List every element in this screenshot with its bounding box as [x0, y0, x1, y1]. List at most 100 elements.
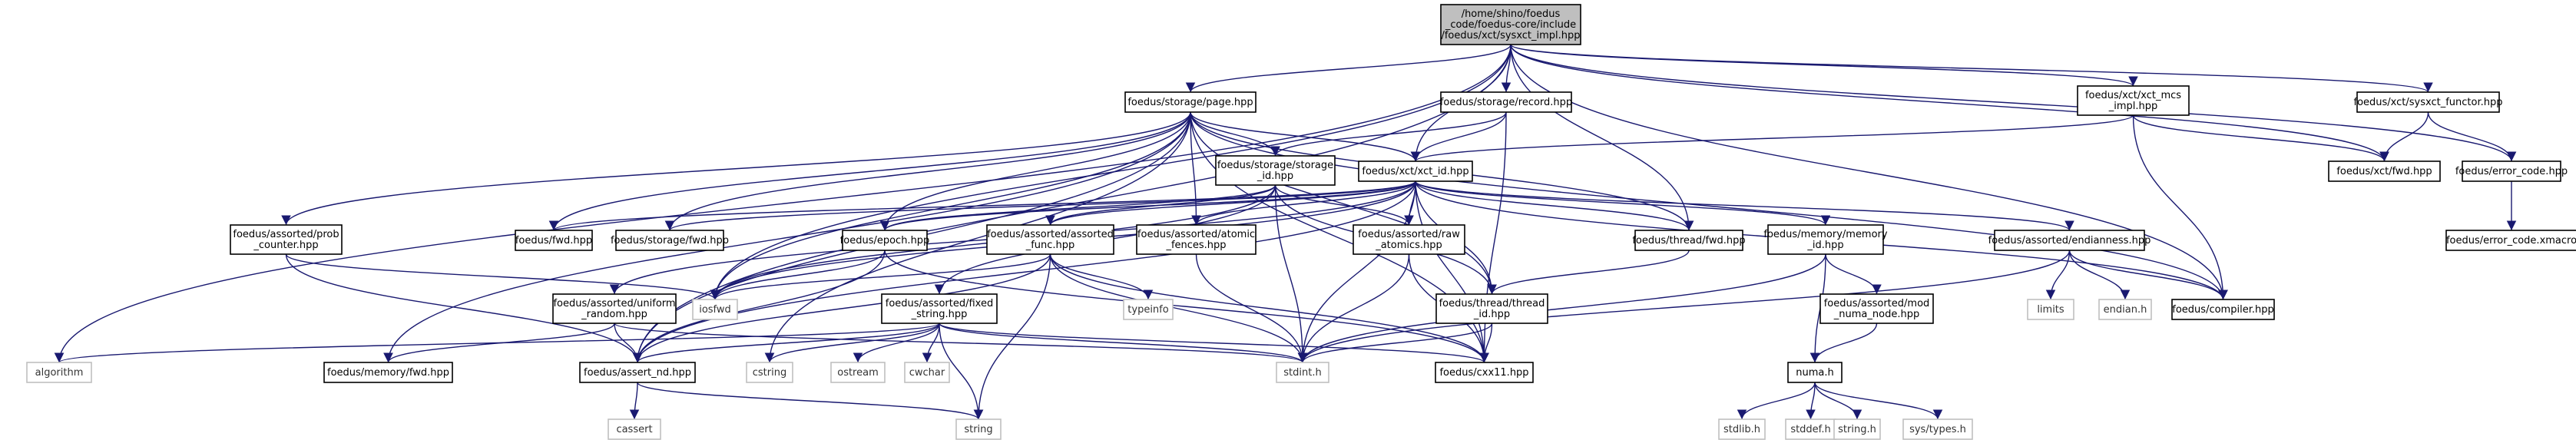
node-prob[interactable]: foedus/assorted/prob_counter.hpp [230, 224, 343, 255]
node-threadfwd[interactable]: foedus/thread/fwd.hpp [1632, 230, 1746, 251]
node-stdint[interactable]: stdint.h [1276, 362, 1329, 383]
edge-prob-to-assertnd [285, 253, 643, 363]
edge-page-to-xctid [1190, 111, 1421, 162]
edge-xctid-to-memoryid [1415, 180, 1831, 226]
edge-assortedfunc-to-iosfwd [710, 253, 1051, 300]
node-main[interactable]: /home/shino/foedus_code/foedus-core/incl… [1440, 4, 1581, 45]
node-xctid[interactable]: foedus/xct/xct_id.hpp [1358, 160, 1473, 182]
node-numah[interactable]: numa.h [1787, 362, 1843, 383]
node-xctmcs[interactable]: foedus/xct/xct_mcs_impl.hpp [2077, 85, 2190, 116]
node-cstring[interactable]: cstring [746, 362, 793, 383]
node-fixedstring[interactable]: foedus/assorted/fixed_string.hpp [881, 293, 998, 324]
node-typeinfo[interactable]: typeinfo [1123, 299, 1174, 320]
node-box [579, 362, 696, 383]
edge-main-to-errorcode [1510, 44, 2517, 162]
node-systypes[interactable]: sys/types.h [1902, 418, 1973, 440]
node-label: foedus/assorted/prob [233, 229, 339, 240]
node-label: _random.hpp [581, 309, 647, 320]
node-errorxmacro[interactable]: foedus/error_code.xmacro [2445, 230, 2576, 251]
node-cassert[interactable]: cassert [608, 418, 661, 440]
node-label: _func.hpp [1025, 240, 1075, 251]
node-label: foedus/assert_nd.hpp [584, 367, 691, 379]
node-ostream[interactable]: ostream [830, 362, 886, 383]
node-memfwd[interactable]: foedus/memory/fwd.hpp [323, 362, 453, 383]
node-label: stdlib.h [1723, 424, 1760, 435]
node-box [2171, 299, 2275, 320]
node-box [842, 230, 928, 251]
node-label: _counter.hpp [253, 240, 318, 251]
node-label: foedus/storage/storage [1217, 160, 1333, 171]
node-box [830, 362, 886, 383]
node-iosfwd[interactable]: iosfwd [692, 299, 738, 320]
edge-fixedstring-to-ostream [853, 323, 940, 363]
edge-numah-to-stringh [1814, 382, 1862, 420]
node-label: foedus/cxx11.hpp [1439, 367, 1528, 379]
node-endianh[interactable]: endian.h [2098, 299, 2152, 320]
node-modnuma[interactable]: foedus/assorted/mod_numa_node.hpp [1819, 293, 1934, 324]
node-limits[interactable]: limits [2027, 299, 2074, 320]
node-page[interactable]: foedus/storage/page.hpp [1124, 91, 1257, 113]
node-memoryid[interactable]: foedus/memory/memory_id.hpp [1763, 224, 1888, 255]
node-stringh[interactable]: string.h [1833, 418, 1881, 440]
node-box [955, 418, 1002, 440]
node-string[interactable]: string [955, 418, 1002, 440]
node-storagefwd[interactable]: foedus/storage/fwd.hpp [611, 230, 729, 251]
edge-fixedstring-to-cstring [764, 323, 940, 363]
node-uniform[interactable]: foedus/assorted/uniform_random.hpp [552, 293, 677, 324]
node-epoch[interactable]: foedus/epoch.hpp [840, 230, 930, 251]
node-storageid[interactable]: foedus/storage/storage_id.hpp [1215, 155, 1336, 186]
node-box [608, 418, 661, 440]
node-cxx11[interactable]: foedus/cxx11.hpp [1435, 362, 1534, 383]
edge-xctid-to-epoch [879, 180, 1416, 231]
node-label: foedus/xct/xct_mcs [2085, 90, 2181, 101]
node-label: cassert [616, 424, 652, 435]
node-threadid[interactable]: foedus/thread/thread_id.hpp [1435, 293, 1548, 324]
node-stdlib[interactable]: stdlib.h [1718, 418, 1766, 440]
edge-page-to-threadid [1190, 111, 1497, 295]
edge-page-to-cstring [764, 111, 1191, 363]
edge-xctid-to-stdint [1297, 180, 1416, 363]
node-label: stdint.h [1283, 367, 1321, 379]
node-label: _numa_node.hpp [1833, 309, 1919, 320]
node-label: foedus/storage/fwd.hpp [611, 235, 729, 246]
node-label: foedus/memory/memory [1763, 229, 1887, 240]
edge-xctid-to-assertnd [632, 180, 1416, 363]
node-record[interactable]: foedus/storage/record.hpp [1440, 91, 1572, 113]
node-stddef[interactable]: stddef.h [1785, 418, 1836, 440]
node-errorcode[interactable]: foedus/error_code.hpp [2455, 160, 2568, 182]
node-fwd[interactable]: foedus/fwd.hpp [515, 230, 593, 251]
node-atomicfences[interactable]: foedus/assorted/atomic_fences.hpp [1136, 224, 1257, 255]
node-box [881, 293, 998, 324]
edge-storageid-to-epoch [879, 184, 1276, 231]
edge-storageid-to-stdint [1274, 184, 1308, 363]
node-endianness[interactable]: foedus/assorted/endianness.hpp [1988, 230, 2151, 251]
node-label: foedus/compiler.hpp [2172, 304, 2273, 316]
nodes-layer: /home/shino/foedus_code/foedus-core/incl… [26, 4, 2576, 440]
edge-page-to-memfwd [383, 111, 1191, 363]
node-label: algorithm [35, 367, 84, 379]
node-assertnd[interactable]: foedus/assert_nd.hpp [579, 362, 696, 383]
node-box [1785, 418, 1836, 440]
node-box [1833, 418, 1881, 440]
edge-rawatomics-to-stdint [1297, 253, 1410, 363]
node-box [26, 362, 92, 383]
node-label: foedus/assorted/endianness.hpp [1988, 235, 2151, 246]
node-algorithm[interactable]: algorithm [26, 362, 92, 383]
edge-fixedstring-to-assertnd [632, 323, 940, 363]
node-label: _string.hpp [911, 309, 968, 320]
node-box [1215, 155, 1336, 186]
node-sysfunctor[interactable]: foedus/xct/sysxct_functor.hpp [2354, 91, 2503, 113]
edge-sysfunctor-to-errorcode [2427, 111, 2517, 162]
edge-record-to-storageid [1270, 111, 1507, 157]
edge-fixedstring-to-cxx11 [939, 323, 1489, 363]
node-label: foedus/assorted/assorted [987, 229, 1114, 240]
node-cwchar[interactable]: cwchar [904, 362, 950, 383]
node-assortedfunc[interactable]: foedus/assorted/assorted_func.hpp [986, 224, 1114, 255]
node-rawatomics[interactable]: foedus/assorted/raw_atomics.hpp [1353, 224, 1465, 255]
node-label: limits [2037, 304, 2064, 316]
node-compiler[interactable]: foedus/compiler.hpp [2171, 299, 2275, 320]
node-box [323, 362, 453, 383]
node-xctfwd[interactable]: foedus/xct/fwd.hpp [2328, 160, 2441, 182]
edge-assertnd-to-string [637, 382, 984, 420]
